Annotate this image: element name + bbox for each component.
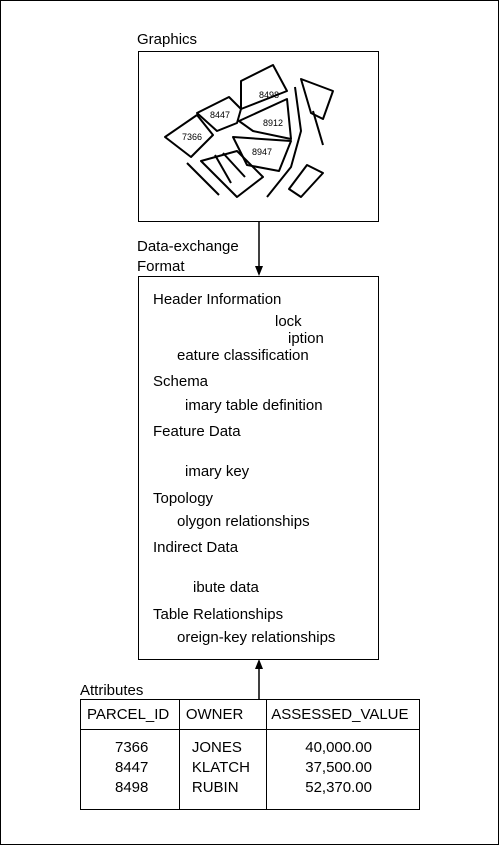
parcel-upper-right-outline	[300, 78, 334, 120]
table-row-1-assessed-value: 40,000.00	[305, 739, 372, 756]
graphics-box	[138, 51, 379, 222]
table-row-1-parcel-id: 7366	[115, 739, 149, 756]
table-row-2-parcel-id: 8447	[115, 759, 149, 776]
parcel-8447-outline	[196, 96, 242, 132]
section-table-relationships: Table Relationships	[153, 606, 284, 623]
section-topology-line-1: olygon relationships	[177, 513, 310, 530]
parcel-label-8447: 8447	[210, 110, 230, 120]
table-row-3-assessed-value: 52,370.00	[305, 779, 372, 796]
parcel-label-8912: 8912	[263, 118, 283, 128]
table-row-2-owner: KLATCH	[191, 759, 250, 776]
parcel-label-8947: 8947	[252, 147, 272, 157]
section-schema: Schema	[153, 373, 209, 390]
road-segment-3	[266, 86, 302, 198]
section-schema-line-1: imary table definition	[185, 397, 323, 414]
road-segment-1	[186, 162, 220, 196]
parcel-labels: 8498 8447 8912 7366 8947	[182, 90, 283, 157]
arrow-head-up	[255, 659, 263, 669]
section-table-relationships-line-1: oreign-key relationships	[177, 629, 336, 646]
exchange-label-line1: Data-exchange	[137, 238, 239, 255]
table-row-1-owner: JONES	[191, 739, 242, 756]
attributes-body-row: 7366 8447 8498 JONES KLATCH RUBIN 40,000…	[80, 729, 420, 810]
section-header-information: Header Information	[153, 291, 282, 308]
section-header-line-3: eature classification	[177, 347, 309, 364]
section-topology: Topology	[153, 490, 214, 507]
parcel-label-8498: 8498	[259, 90, 279, 100]
parcel-8912-outline	[238, 98, 292, 140]
section-feature-data: Feature Data	[153, 423, 241, 440]
section-header-line-1: lock	[275, 313, 302, 330]
section-indirect-line-1: ibute data	[193, 579, 259, 596]
section-header-line-2: iption	[288, 330, 324, 347]
parcel-divider-2	[222, 152, 246, 178]
parcel-divider-1	[214, 154, 232, 184]
column-header-assessed-value: ASSESSED_VALUE	[266, 699, 420, 730]
table-row-2-assessed-value: 37,500.00	[305, 759, 372, 776]
column-header-parcel-id: PARCEL_ID	[80, 699, 180, 730]
parcel-8498-outline	[240, 64, 288, 110]
table-row-3-parcel-id: 8498	[115, 779, 149, 796]
section-feature-line-1: imary key	[185, 463, 250, 480]
format-box	[138, 276, 379, 660]
owner-cell: JONES KLATCH RUBIN	[178, 729, 268, 810]
section-indirect-data: Indirect Data	[153, 539, 239, 556]
attributes-label: Attributes	[80, 682, 144, 699]
attributes-table: PARCEL_ID OWNER ASSESSED_VALUE 7366 8447…	[80, 699, 420, 810]
parcel-7366-outline	[164, 114, 214, 158]
table-row-3-owner: RUBIN	[191, 779, 239, 796]
exchange-label-line2: Format	[137, 258, 185, 275]
road-segment-2	[312, 110, 324, 146]
assessed-value-cell: 40,000.00 37,500.00 52,370.00	[266, 729, 420, 810]
parcel-id-cell: 7366 8447 8498	[80, 729, 180, 810]
arrow-head-down	[255, 266, 263, 276]
graphics-label: Graphics	[137, 31, 198, 48]
parcel-map	[164, 64, 334, 198]
parcel-label-7366: 7366	[182, 132, 202, 142]
column-header-owner: OWNER	[178, 699, 268, 730]
parcel-block-outline	[200, 150, 264, 198]
attributes-header-row: PARCEL_ID OWNER ASSESSED_VALUE	[80, 699, 420, 730]
parcel-lower-right-outline	[288, 164, 324, 198]
